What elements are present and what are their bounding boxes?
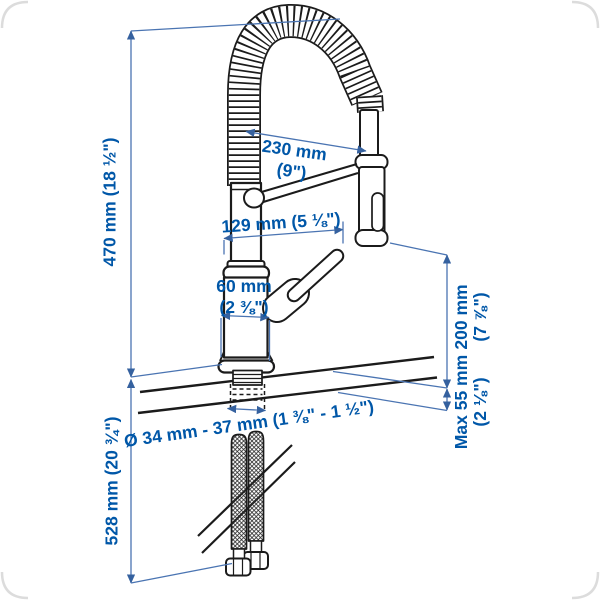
mounting-shank: [229, 369, 266, 412]
ext-line-counter-left: [130, 363, 223, 378]
ext-line-spray-bottom: [389, 242, 448, 256]
dim-line-60: [220, 311, 270, 322]
dim-line-diameter: [226, 404, 267, 415]
dim-label-200: 200 mm (7 ⅞"): [451, 284, 490, 350]
holder-arm: [243, 163, 359, 209]
dim-label-528: 528 mm (20 ¾"): [101, 416, 122, 546]
dim-label-60: 60 mm (2 ⅜"): [216, 276, 271, 318]
dim-label-60-metric: 60 mm: [216, 276, 272, 296]
dim-label-60-imperial: (2 ⅜"): [219, 297, 269, 317]
dimension-lines: [126, 18, 452, 584]
ext-line-counter-bottom-right: [337, 391, 448, 412]
dim-label-230: 230 mm (9"): [258, 136, 328, 187]
dim-label-max55-metric: Max 55 mm: [451, 354, 472, 450]
dim-label-max55-imperial: (2 ⅛"): [470, 377, 490, 427]
dim-line-129: [223, 225, 344, 243]
ext-line-spout-top: [130, 18, 341, 32]
dim-label-470: 470 mm (18 ½"): [99, 137, 120, 267]
supply-hoses: [225, 430, 269, 577]
dim-line-230: [245, 128, 367, 154]
dim-label-200-imperial: (7 ⅞"): [470, 292, 490, 342]
spray-head: [354, 109, 389, 247]
dim-label-200-metric: 200 mm: [451, 284, 472, 350]
countertop: [137, 355, 438, 554]
lever-handle: [262, 248, 345, 323]
ext-line-hose-bottom: [130, 562, 233, 584]
faucet-drawing: [137, 4, 438, 577]
dim-label-max55: Max 55 mm (2 ⅛"): [451, 354, 490, 450]
spray-button: [371, 192, 385, 232]
hose-nut-left: [225, 557, 252, 577]
ext-line-counter-top-right: [332, 370, 448, 389]
